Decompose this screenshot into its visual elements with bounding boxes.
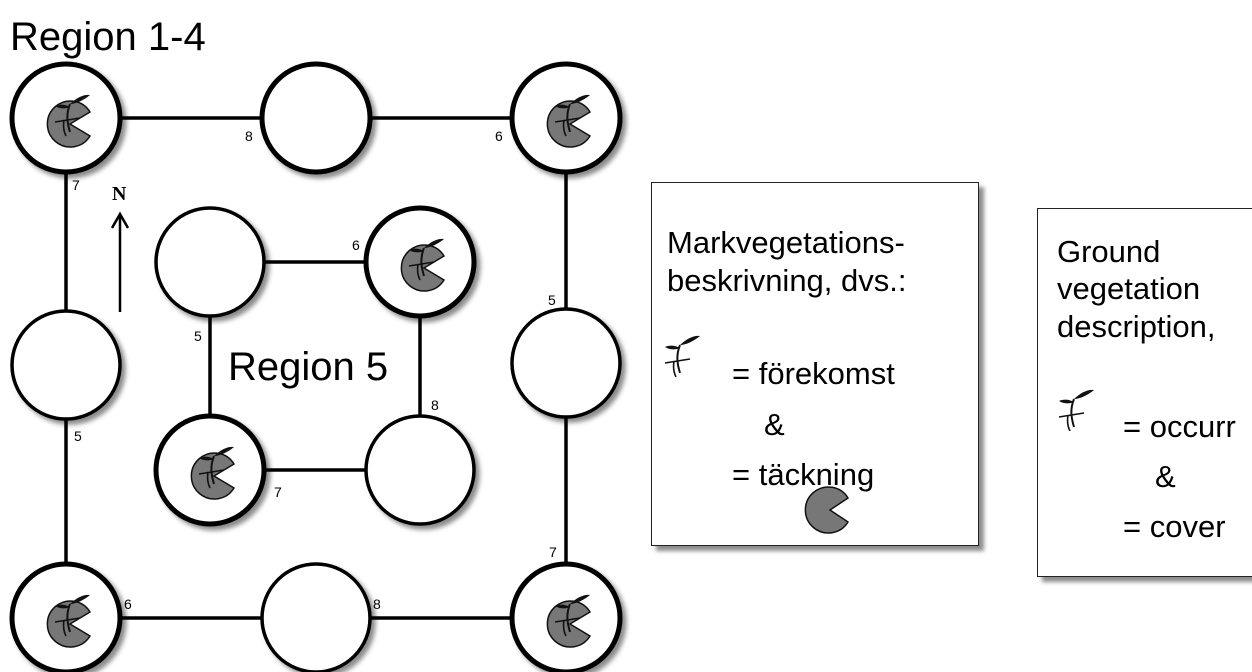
vegetation-icon [190, 445, 236, 500]
north-label: N [112, 183, 127, 205]
distance-label: 6 [495, 128, 503, 144]
cover-pacman-icon [804, 486, 850, 534]
legend-swedish: Markvegetations- beskrivning, dvs.: = fö… [651, 182, 979, 546]
distance-label: 8 [431, 397, 439, 413]
plot-bottom-mid [260, 562, 372, 672]
outer-region-title: Region 1-4 [10, 15, 206, 59]
vegetation-icon [546, 93, 592, 148]
distance-label: 5 [194, 328, 202, 344]
sprout-icon [664, 334, 701, 377]
legend-title-line2: beskrivning, dvs.: [667, 263, 907, 298]
distance-label: 7 [72, 177, 80, 193]
distance-labels: 8 6 7 5 5 7 6 8 6 5 8 7 [72, 128, 557, 612]
north-arrow: N [110, 183, 130, 312]
inner-region-title: Region 5 [228, 345, 388, 389]
distance-label: 7 [274, 484, 282, 500]
legend-title-line2: vegetation [1057, 271, 1201, 306]
legend-and: & [1155, 459, 1176, 494]
distance-label: 8 [245, 128, 253, 144]
outer-plots [9, 61, 623, 672]
north-arrowhead-icon [110, 211, 130, 229]
legend-title-line1: Markvegetations- [667, 225, 905, 260]
legend-title-line1: Ground [1057, 234, 1161, 269]
vegetation-icons [46, 93, 592, 648]
legend-occurrence: = occurr [1123, 409, 1236, 444]
plot-top-mid [259, 61, 373, 175]
distance-label: 6 [124, 596, 132, 612]
vegetation-icon [546, 593, 592, 648]
plot-mid-left [10, 309, 122, 421]
distance-label: 5 [548, 292, 556, 308]
vegetation-icon [400, 237, 446, 292]
distance-label: 7 [549, 544, 557, 560]
distance-label: 6 [352, 237, 360, 253]
legend-title-line3: description, [1057, 309, 1216, 344]
sprout-icon [1058, 388, 1095, 431]
plot-mid-right [510, 307, 622, 419]
distance-label: 5 [74, 428, 82, 444]
plot-inner-bottom-right [364, 414, 476, 526]
legend-cover: = cover [1123, 509, 1226, 544]
distance-label: 8 [373, 596, 381, 612]
vegetation-icon [46, 593, 92, 648]
legend-occurrence: = förekomst [732, 356, 895, 391]
legend-and: & [764, 407, 785, 442]
vegetation-icon [46, 93, 92, 148]
legend-english: Ground vegetation description, = occurr … [1037, 208, 1252, 577]
legend-cover: = täckning [732, 457, 875, 492]
plot-inner-top-left [154, 206, 266, 318]
